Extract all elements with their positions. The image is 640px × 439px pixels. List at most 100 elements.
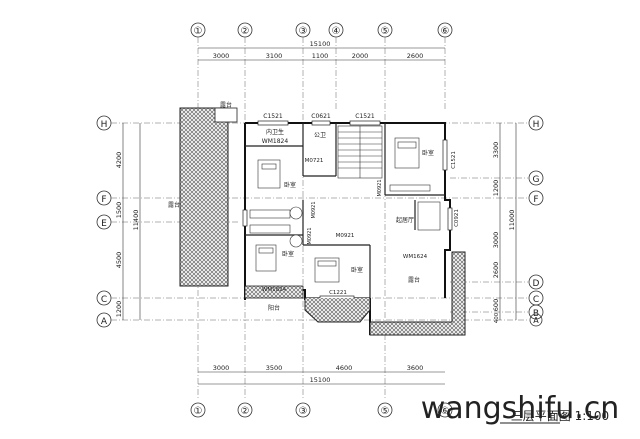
svg-text:④: ④ bbox=[332, 26, 341, 37]
label: C0621 bbox=[311, 113, 331, 120]
dim-top: 2600 bbox=[407, 52, 424, 60]
svg-text:H: H bbox=[533, 120, 540, 130]
axis-marker-bottom-1: ① bbox=[190, 402, 206, 418]
svg-text:A: A bbox=[533, 316, 539, 325]
label: M0921 bbox=[311, 201, 317, 218]
svg-text:G: G bbox=[533, 175, 540, 185]
dim-right: 3300 bbox=[492, 142, 500, 159]
axis-marker-top-6: ⑥ bbox=[437, 22, 453, 38]
stair bbox=[337, 125, 383, 179]
axis-marker-right-g: G bbox=[528, 170, 544, 186]
svg-text:F: F bbox=[533, 195, 538, 205]
dim-bottom: 3000 bbox=[213, 364, 230, 372]
dim-left: 1500 bbox=[115, 202, 123, 219]
label: 起居厅 bbox=[396, 216, 414, 224]
axis-marker-bottom-6: ⑥ bbox=[437, 402, 453, 418]
roof-hatch-area bbox=[179, 107, 229, 287]
axis-marker-right-h: H bbox=[528, 115, 544, 131]
label: C1221 bbox=[329, 290, 347, 296]
label: C0921 bbox=[454, 209, 460, 227]
label: 阳台 bbox=[268, 304, 280, 312]
axis-marker-top-5: ⑤ bbox=[377, 22, 393, 38]
left-dimensions: 4200 1500 4500 1200 11400 bbox=[115, 123, 141, 320]
axis-marker-right-a: A bbox=[529, 313, 543, 327]
dim-bottom-total: 15100 bbox=[310, 376, 331, 384]
svg-text:E: E bbox=[101, 219, 107, 229]
dim-bottom: 3600 bbox=[407, 364, 424, 372]
dim-right: 400 bbox=[494, 312, 500, 323]
axis-marker-left-a: A bbox=[96, 312, 112, 328]
svg-text:⑥: ⑥ bbox=[441, 26, 450, 37]
svg-text:H: H bbox=[101, 120, 108, 130]
label: M0721 bbox=[305, 158, 324, 164]
svg-text:⑤: ⑤ bbox=[381, 26, 390, 37]
axis-marker-left-c: C bbox=[96, 290, 112, 306]
dim-right: 2600 bbox=[492, 262, 500, 279]
svg-text:①: ① bbox=[194, 26, 203, 37]
round-table bbox=[289, 206, 303, 220]
axis-marker-right-f: F bbox=[528, 190, 544, 206]
dim-bottom: 3500 bbox=[266, 364, 283, 372]
svg-text:A: A bbox=[101, 317, 108, 327]
dim-top: 3100 bbox=[266, 52, 283, 60]
axis-marker-right-c: C bbox=[528, 290, 544, 306]
label: 内卫生 bbox=[266, 128, 284, 136]
drawing-caption: 三层平面图 1:100 bbox=[511, 409, 609, 423]
left-axis-markers: H F E C A bbox=[96, 115, 112, 328]
dim-left: 1200 bbox=[115, 301, 123, 318]
label: 公卫 bbox=[314, 132, 326, 139]
roof-top-box bbox=[214, 107, 238, 123]
label: C1521 bbox=[355, 113, 375, 120]
furniture bbox=[249, 137, 441, 283]
svg-text:F: F bbox=[101, 195, 106, 205]
balcony-sw bbox=[244, 285, 304, 299]
label: 卧室 bbox=[284, 181, 296, 189]
axis-marker-top-1: ① bbox=[190, 22, 206, 38]
axis-marker-top-2: ② bbox=[237, 22, 253, 38]
right-dimensions: 3300 1200 3000 2600 600 400 11000 bbox=[492, 123, 517, 323]
svg-text:②: ② bbox=[241, 26, 250, 37]
bottom-dimensions: 3000 3500 4600 3600 15100 bbox=[198, 364, 445, 385]
dim-left: 4500 bbox=[115, 252, 123, 269]
bottom-axis-markers: ① ② ③ ⑤ ⑥ bbox=[190, 402, 453, 418]
dim-left: 4200 bbox=[115, 152, 123, 169]
label: M0921 bbox=[307, 227, 313, 244]
axis-marker-top-4: ④ bbox=[328, 22, 344, 38]
dim-left-total: 11400 bbox=[132, 210, 140, 231]
room-labels: C1521 C0621 C1521 内卫生 WM1824 公卫 M0721 卧室… bbox=[262, 113, 460, 312]
label: WM1824 bbox=[262, 287, 287, 293]
svg-text:③: ③ bbox=[299, 26, 308, 37]
svg-text:⑥: ⑥ bbox=[441, 406, 450, 417]
axis-marker-bottom-3: ③ bbox=[295, 402, 311, 418]
dim-right: 600 bbox=[492, 299, 500, 311]
terrace-se-rail bbox=[369, 251, 466, 336]
svg-text:C: C bbox=[101, 295, 107, 305]
dim-right: 3000 bbox=[492, 232, 500, 249]
dim-right: 1200 bbox=[492, 180, 500, 197]
label: 卧室 bbox=[422, 149, 434, 157]
top-axis-markers: ① ② ③ ④ ⑤ ⑥ bbox=[190, 22, 453, 38]
axis-marker-left-e: E bbox=[96, 214, 112, 230]
watermark-text: wangshifu.cn bbox=[421, 391, 620, 426]
svg-text:③: ③ bbox=[299, 406, 308, 417]
dim-bottom: 4600 bbox=[336, 364, 353, 372]
axis-marker-left-h: H bbox=[96, 115, 112, 131]
svg-text:C: C bbox=[533, 295, 539, 305]
roof-side-label: 露台 bbox=[168, 201, 180, 209]
right-axis-markers: H G F D C B A bbox=[528, 115, 544, 327]
axis-marker-right-d: D bbox=[528, 274, 544, 290]
dim-top: 3000 bbox=[213, 52, 230, 60]
svg-text:D: D bbox=[533, 279, 540, 289]
label: 卧室 bbox=[351, 266, 363, 274]
top-dimensions: 15100 3000 3100 1100 2000 2600 bbox=[198, 40, 445, 61]
sofa-living bbox=[417, 201, 441, 231]
cabinet-row bbox=[249, 209, 291, 219]
label: C1521 bbox=[263, 113, 283, 120]
bay-window-s bbox=[304, 298, 371, 323]
axis-marker-bottom-5: ⑤ bbox=[377, 402, 393, 418]
label: M0921 bbox=[336, 233, 355, 239]
label: 露台 bbox=[408, 276, 420, 284]
axis-marker-top-3: ③ bbox=[295, 22, 311, 38]
label: M0921 bbox=[377, 179, 383, 196]
